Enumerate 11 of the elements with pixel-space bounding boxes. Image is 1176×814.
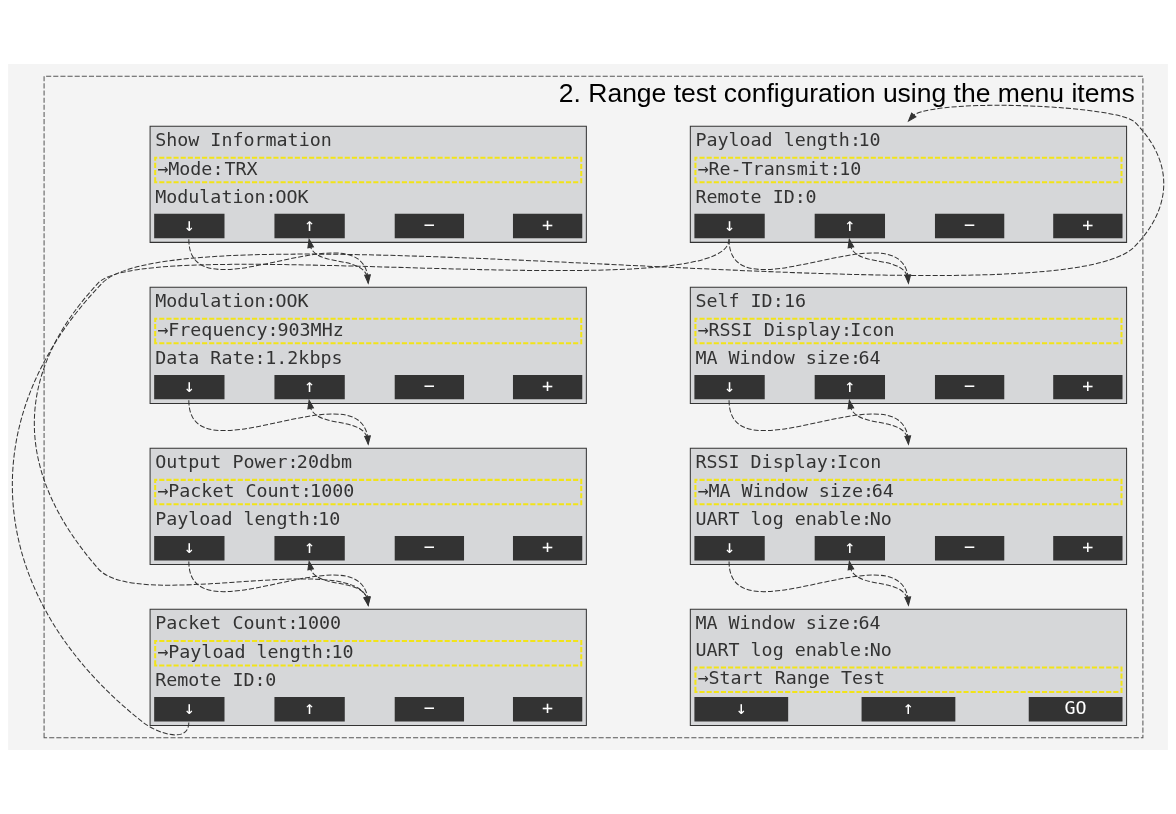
arrow bbox=[728, 238, 912, 285]
arrow bbox=[847, 398, 909, 445]
arrow bbox=[847, 559, 909, 606]
arrow bbox=[307, 559, 369, 606]
arrow bbox=[188, 238, 372, 285]
arrow bbox=[847, 237, 909, 284]
arrow bbox=[188, 399, 372, 446]
arrow bbox=[307, 237, 369, 284]
arrow bbox=[728, 399, 912, 446]
arrow bbox=[728, 560, 912, 607]
arrow bbox=[307, 398, 369, 445]
